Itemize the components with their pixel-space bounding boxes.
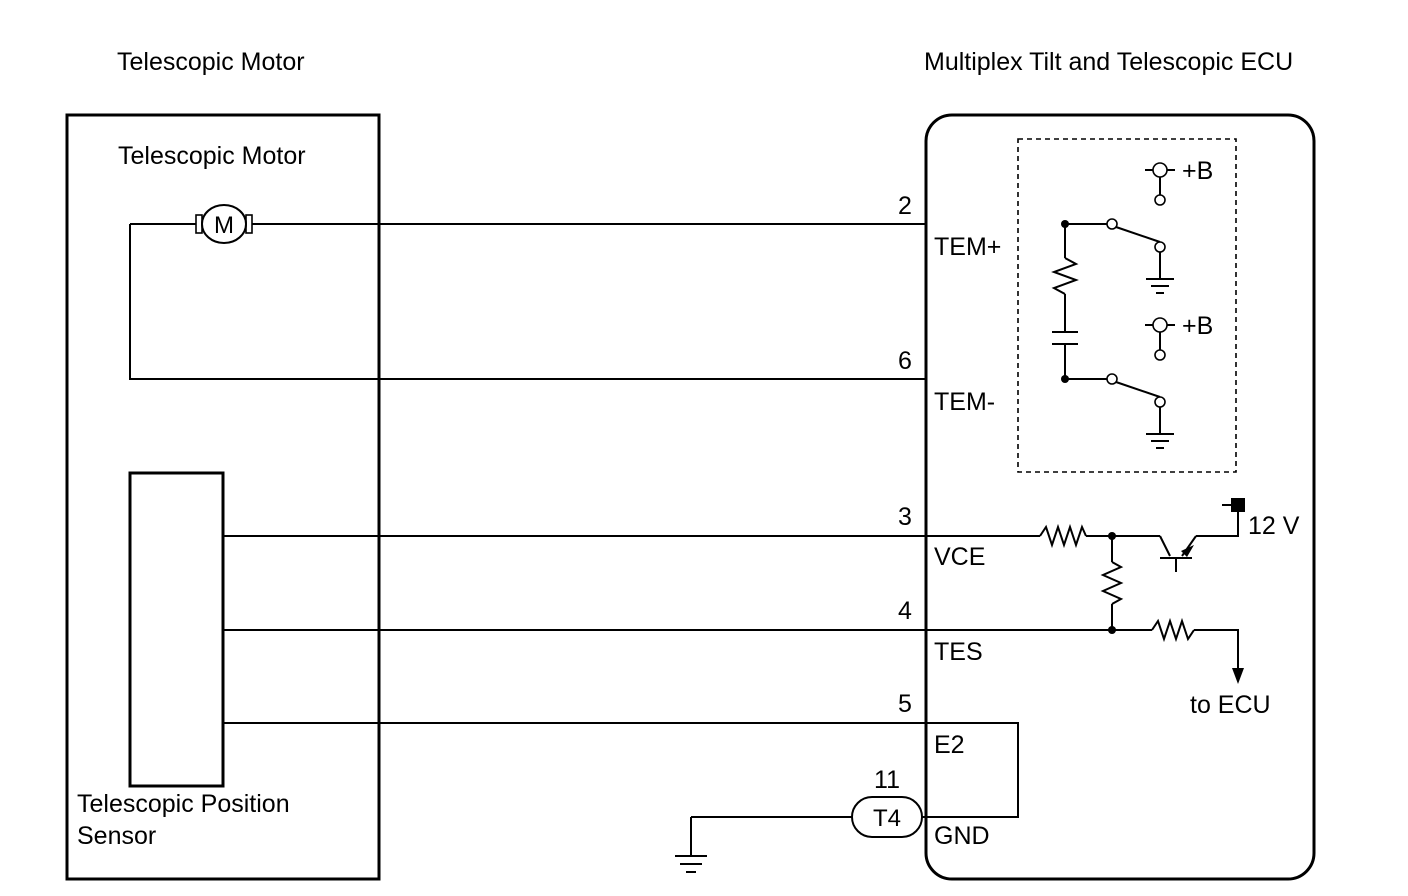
sensor-label-line2: Sensor: [77, 822, 156, 850]
motor-circuit: [129, 204, 926, 380]
connector-t4: [851, 796, 923, 838]
sensor-wires: [223, 535, 1152, 818]
ecu-title: Multiplex Tilt and Telescopic ECU: [924, 48, 1293, 76]
motor-driver-block: [1017, 138, 1237, 473]
motor-assembly-box: [65, 113, 381, 881]
connector-t4-label: T4: [873, 805, 901, 832]
pin-tem-plus-label: TEM+: [934, 233, 1001, 261]
pin-vce-label: VCE: [934, 543, 985, 571]
motor-symbol-icon: M: [214, 212, 234, 239]
position-sensor-box: [128, 471, 225, 788]
supply-voltage-label: 12 V: [1248, 512, 1300, 540]
relay-switch-2-icon: [1106, 317, 1175, 449]
pin-6-number: 6: [898, 347, 912, 375]
pin-e2-label: E2: [934, 731, 965, 759]
pin-tes-label: TES: [934, 638, 983, 666]
pin-4-number: 4: [898, 597, 912, 625]
to-ecu-label: to ECU: [1190, 691, 1271, 719]
pin-tem-minus-label: TEM-: [934, 388, 995, 416]
ecu-box: [924, 113, 1316, 881]
pin-gnd-label: GND: [934, 822, 990, 850]
pin-2-number: 2: [898, 192, 912, 220]
motor-label: Telescopic Motor: [118, 142, 306, 170]
plus-b-label-1: +B: [1182, 157, 1213, 185]
driver-circuit: [1051, 220, 1107, 383]
plus-b-label-2: +B: [1182, 312, 1213, 340]
sensor-label-line1: Telescopic Position: [77, 790, 290, 818]
left-component-title: Telescopic Motor: [117, 48, 305, 76]
pin-5-number: 5: [898, 690, 912, 718]
pin-3-number: 3: [898, 503, 912, 531]
ground-circuit: [675, 796, 923, 873]
relay-switch-1-icon: [1106, 162, 1175, 294]
sensor-supply-circuit: [1039, 498, 1245, 684]
pin-11-number: 11: [874, 766, 900, 794]
